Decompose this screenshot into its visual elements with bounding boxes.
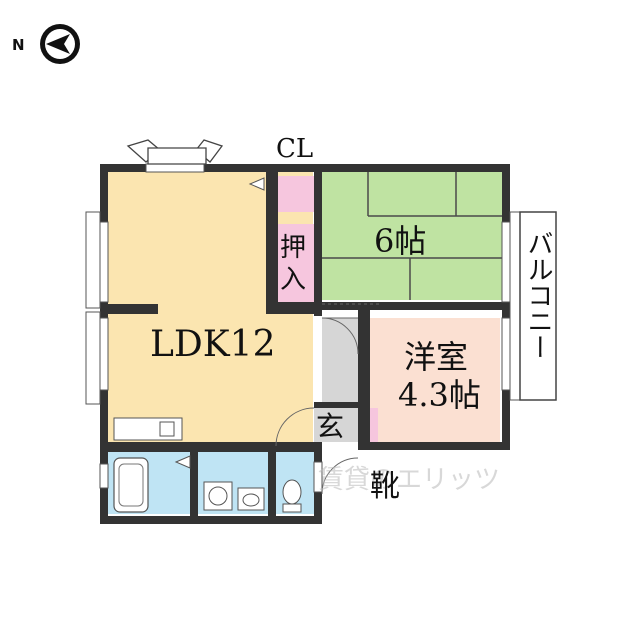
western-room-label: 洋室: [404, 338, 468, 376]
ldk-label: LDK12: [150, 324, 275, 365]
refrigerator-marker-icon: [174, 177, 265, 469]
doors: [275, 303, 380, 495]
closet-label: CL: [276, 134, 313, 164]
toilet-icon: [282, 479, 302, 513]
japanese-room-label: 6帖: [374, 222, 426, 260]
tatami-lines: [320, 172, 502, 300]
bathtub-icon: [113, 457, 149, 513]
shoe-box-label: 靴: [370, 469, 400, 504]
entrance-area: [314, 402, 360, 442]
oshiire-label-top: 押: [280, 233, 306, 263]
north-arrow-icon: [40, 24, 80, 64]
balcony-outline: [519, 211, 557, 401]
balcony-label: バルコニー: [523, 230, 553, 360]
north-label: N: [12, 36, 25, 54]
kitchen-counter: [113, 417, 183, 441]
western-room-size: 4.3帖: [398, 376, 481, 414]
closet-area: [278, 176, 314, 212]
bay-window: [126, 139, 224, 165]
oshiire-area: [276, 224, 314, 302]
washing-machine-icon: [203, 481, 233, 511]
japanese-room-area: [320, 172, 502, 300]
western-room-area: [368, 318, 500, 442]
wash-basin-icon: [237, 487, 265, 511]
watermark-text: 賃貸のエリッツ: [318, 465, 500, 495]
oshiire-label-bottom: 入: [280, 265, 306, 295]
entrance-label: 玄: [316, 410, 344, 443]
hallway-area: [322, 318, 362, 406]
